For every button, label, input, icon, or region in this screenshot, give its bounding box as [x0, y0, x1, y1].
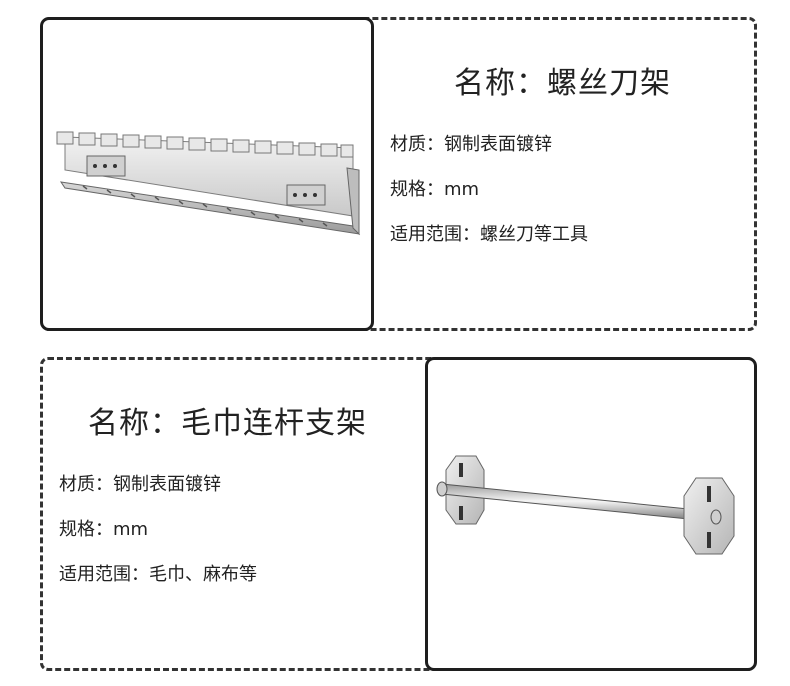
spec-label: 适用范围： [390, 224, 480, 245]
spec-label: 规格： [390, 179, 444, 200]
product-2-image-card [425, 357, 757, 671]
screwdriver-rack-image [56, 131, 361, 236]
spec-label: 规格： [59, 519, 113, 540]
product-1-spec-size: 规格：mm [390, 175, 479, 201]
spec-label: 适用范围： [59, 564, 149, 585]
product-2-spec-usage: 适用范围：毛巾、麻布等 [59, 560, 257, 586]
spec-value: 钢制表面镀锌 [113, 474, 221, 495]
spec-value: mm [444, 179, 480, 200]
spec-value: 螺丝刀等工具 [480, 224, 588, 245]
product-1-spec-usage: 适用范围：螺丝刀等工具 [390, 220, 588, 246]
spec-label: 材质： [390, 134, 444, 155]
spec-value: 钢制表面镀锌 [444, 134, 552, 155]
spec-value: 毛巾、麻布等 [149, 564, 257, 585]
product-2-spec-material: 材质：钢制表面镀锌 [59, 470, 221, 496]
product-1-image-card [40, 17, 374, 331]
product-2-info-card: 名称：毛巾连杆支架 材质：钢制表面镀锌 规格：mm 适用范围：毛巾、麻布等 [40, 357, 756, 671]
spec-value: mm [113, 519, 149, 540]
product-2-spec-size: 规格：mm [59, 515, 148, 541]
product-1-title: 名称：螺丝刀架 [454, 66, 671, 101]
towel-bar-holder-image [436, 455, 735, 555]
product-2-title: 名称：毛巾连杆支架 [88, 406, 367, 441]
product-1-spec-material: 材质：钢制表面镀锌 [390, 130, 552, 156]
spec-label: 材质： [59, 474, 113, 495]
